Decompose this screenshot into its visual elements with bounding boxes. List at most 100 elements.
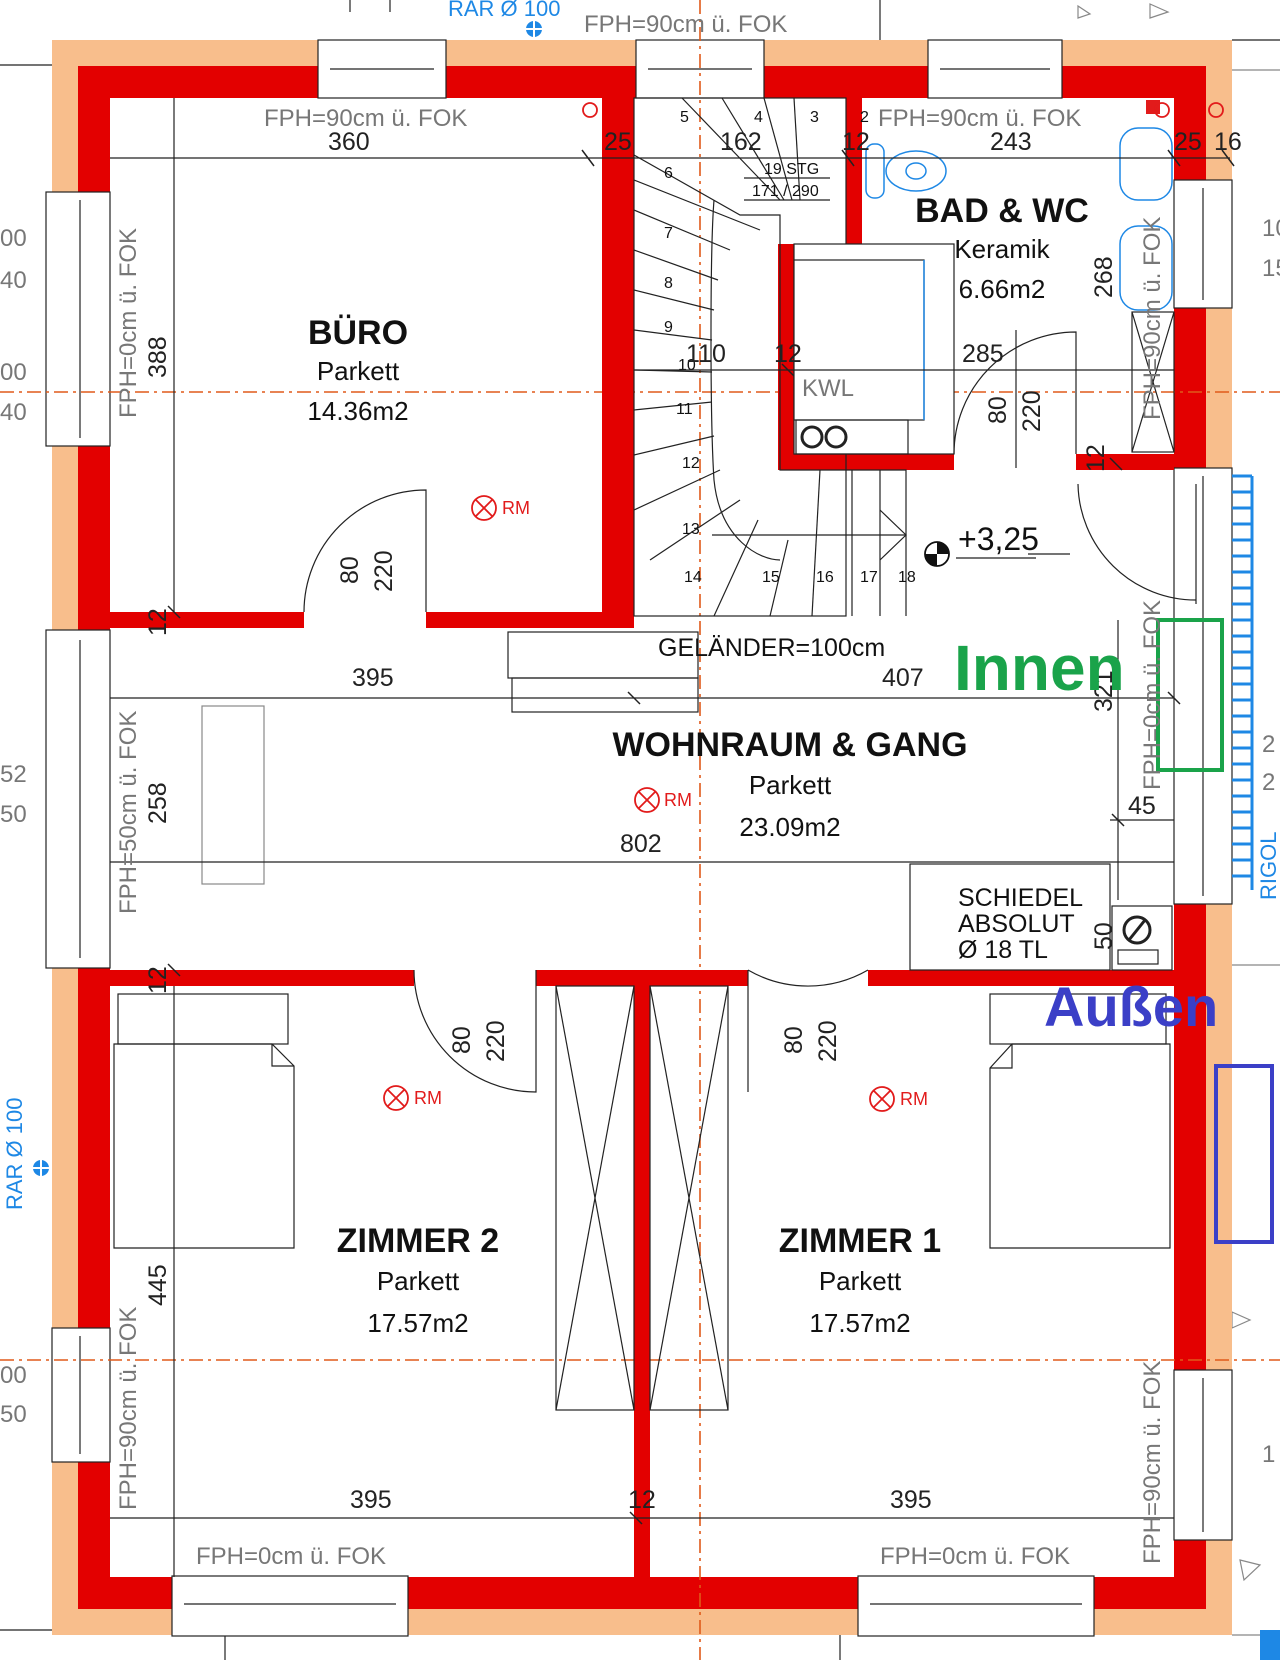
- drain-marker-top: [526, 21, 542, 37]
- svg-text:2: 2: [1262, 769, 1275, 796]
- door-h-bad: 220: [1018, 390, 1046, 432]
- room-zimmer2: ZIMMER 2 Parkett 17.57m2: [337, 1222, 499, 1338]
- dim-321: 321: [1090, 670, 1118, 712]
- room-bad: BAD & WC Keramik 6.66m2: [915, 192, 1089, 304]
- dim-268: 268: [1090, 256, 1118, 298]
- fph-bad-top: FPH=90cm ü. FOK: [878, 105, 1081, 132]
- dimension-lines: [110, 98, 1235, 1577]
- svg-text:40: 40: [0, 399, 27, 426]
- room-area-bad: 6.66m2: [959, 274, 1046, 304]
- svg-text:40: 40: [0, 267, 27, 294]
- rigol-label: RIGOL: [1256, 832, 1280, 900]
- door-h-zimmer1: 220: [814, 1020, 842, 1062]
- svg-text:15: 15: [1262, 255, 1280, 282]
- stair-step-12: 12: [682, 455, 700, 472]
- door-w-zimmer1: 80: [780, 1026, 808, 1054]
- dim-16: 16: [1214, 128, 1242, 156]
- stair-step-6: 6: [664, 165, 673, 182]
- stair-step-5: 5: [680, 109, 689, 126]
- room-zimmer1: ZIMMER 1 Parkett 17.57m2: [779, 1222, 941, 1338]
- door-w-bad: 80: [984, 396, 1012, 424]
- dim-110: 110: [686, 340, 726, 368]
- stair-step-18: 18: [898, 569, 916, 586]
- door-h-buero: 220: [370, 550, 398, 592]
- svg-text:10: 10: [1262, 215, 1280, 242]
- door-h-zimmer2: 220: [482, 1020, 510, 1062]
- rm-label-zimmer1: RM: [900, 1089, 928, 1109]
- svg-text:50: 50: [0, 801, 27, 828]
- dim-12-stair: 12: [774, 340, 802, 368]
- dim-388: 388: [144, 336, 172, 378]
- smoke-detector-zimmer1: RM: [869, 1086, 928, 1112]
- dim-395-zimmer2: 395: [350, 1486, 392, 1514]
- stair-ratio: 171 / 290: [752, 183, 819, 200]
- fph-wohn-right: FPH=0cm ü. FOK: [1139, 600, 1166, 790]
- dim-285: 285: [962, 340, 1004, 368]
- door-w-buero: 80: [336, 556, 364, 584]
- stair-step-16: 16: [816, 569, 834, 586]
- room-wohnraum: WOHNRAUM & GANG Parkett 23.09m2: [612, 726, 967, 842]
- annotation-innen: Innen: [954, 632, 1125, 704]
- dim-12-bottom: 12: [628, 1486, 656, 1514]
- room-name-zimmer1: ZIMMER 1: [779, 1222, 941, 1260]
- dim-50: 50: [1090, 922, 1118, 950]
- stair-step-count: 19 STG: [764, 161, 819, 178]
- door-labels: 80 220 80 220 80 220 80 220: [336, 390, 1046, 1062]
- svg-text:52: 52: [0, 761, 27, 788]
- rigol-hatch: [1232, 474, 1254, 890]
- fph-bad-right: FPH=90cm ü. FOK: [1139, 217, 1166, 420]
- room-area-zimmer2: 17.57m2: [367, 1308, 468, 1338]
- stair-step-13: 13: [682, 521, 700, 538]
- stair-step-17: 17: [860, 569, 878, 586]
- aussen-box: [1214, 1064, 1274, 1244]
- svg-text:2: 2: [1262, 731, 1275, 758]
- furniture: [113, 705, 1173, 1411]
- smoke-detector-buero: RM: [471, 495, 530, 521]
- stair-step-9: 9: [664, 319, 673, 336]
- svg-text:00: 00: [0, 225, 27, 252]
- innen-box: [1156, 618, 1224, 772]
- kwl-label: KWL: [802, 375, 854, 402]
- chimney-label-3: Ø 18 TL: [958, 936, 1048, 964]
- stair-step-15: 15: [762, 569, 780, 586]
- room-name-zimmer2: ZIMMER 2: [337, 1222, 499, 1260]
- rm-label-zimmer2: RM: [414, 1088, 442, 1108]
- room-area-zimmer1: 17.57m2: [809, 1308, 910, 1338]
- dim-802: 802: [620, 830, 662, 858]
- chimney-label-1: SCHIEDEL: [958, 884, 1083, 912]
- fph-top-label: FPH=90cm ü. FOK: [584, 11, 787, 38]
- stair-step-3: 3: [810, 109, 819, 126]
- door-w-zimmer2: 80: [448, 1026, 476, 1054]
- fph-zimmer1-right: FPH=90cm ü. FOK: [1139, 1361, 1166, 1564]
- rm-label-wohnraum: RM: [664, 790, 692, 810]
- stair-step-11: 11: [676, 401, 693, 418]
- svg-text:00: 00: [0, 1362, 27, 1389]
- rar-label-top: RAR Ø 100: [448, 0, 561, 21]
- fph-zimmer2-bottom: FPH=0cm ü. FOK: [196, 1543, 386, 1570]
- dim-12-buero: 12: [144, 608, 172, 636]
- dim-12-top: 12: [842, 128, 870, 156]
- annotation-aussen: Außen: [1044, 975, 1218, 1038]
- rar-label-left: RAR Ø 100: [2, 1098, 27, 1211]
- room-floor-buero: Parkett: [317, 356, 400, 386]
- svg-text:50: 50: [0, 1401, 27, 1428]
- level-marker: +3,25: [924, 521, 1039, 567]
- svg-text:1: 1: [1262, 1441, 1275, 1468]
- doors: [303, 331, 1197, 1093]
- stair-step-2: 2: [860, 109, 869, 126]
- drain-markers: [33, 21, 1280, 1660]
- bath-fixtures: [582, 100, 1224, 455]
- room-name-bad: BAD & WC: [915, 192, 1089, 230]
- stair-step-4: 4: [754, 109, 763, 126]
- stair-step-8: 8: [664, 275, 673, 292]
- dim-407: 407: [882, 664, 924, 692]
- fph-wohn-left: FPH=50cm ü. FOK: [115, 711, 142, 914]
- room-area-wohnraum: 23.09m2: [739, 812, 840, 842]
- dim-162: 162: [720, 128, 762, 156]
- smoke-detector-wohnraum: RM: [634, 787, 692, 813]
- stair-step-14: 14: [684, 569, 702, 586]
- rm-label-buero: RM: [502, 498, 530, 518]
- room-floor-zimmer1: Parkett: [819, 1266, 902, 1296]
- stair-step-7: 7: [664, 225, 673, 242]
